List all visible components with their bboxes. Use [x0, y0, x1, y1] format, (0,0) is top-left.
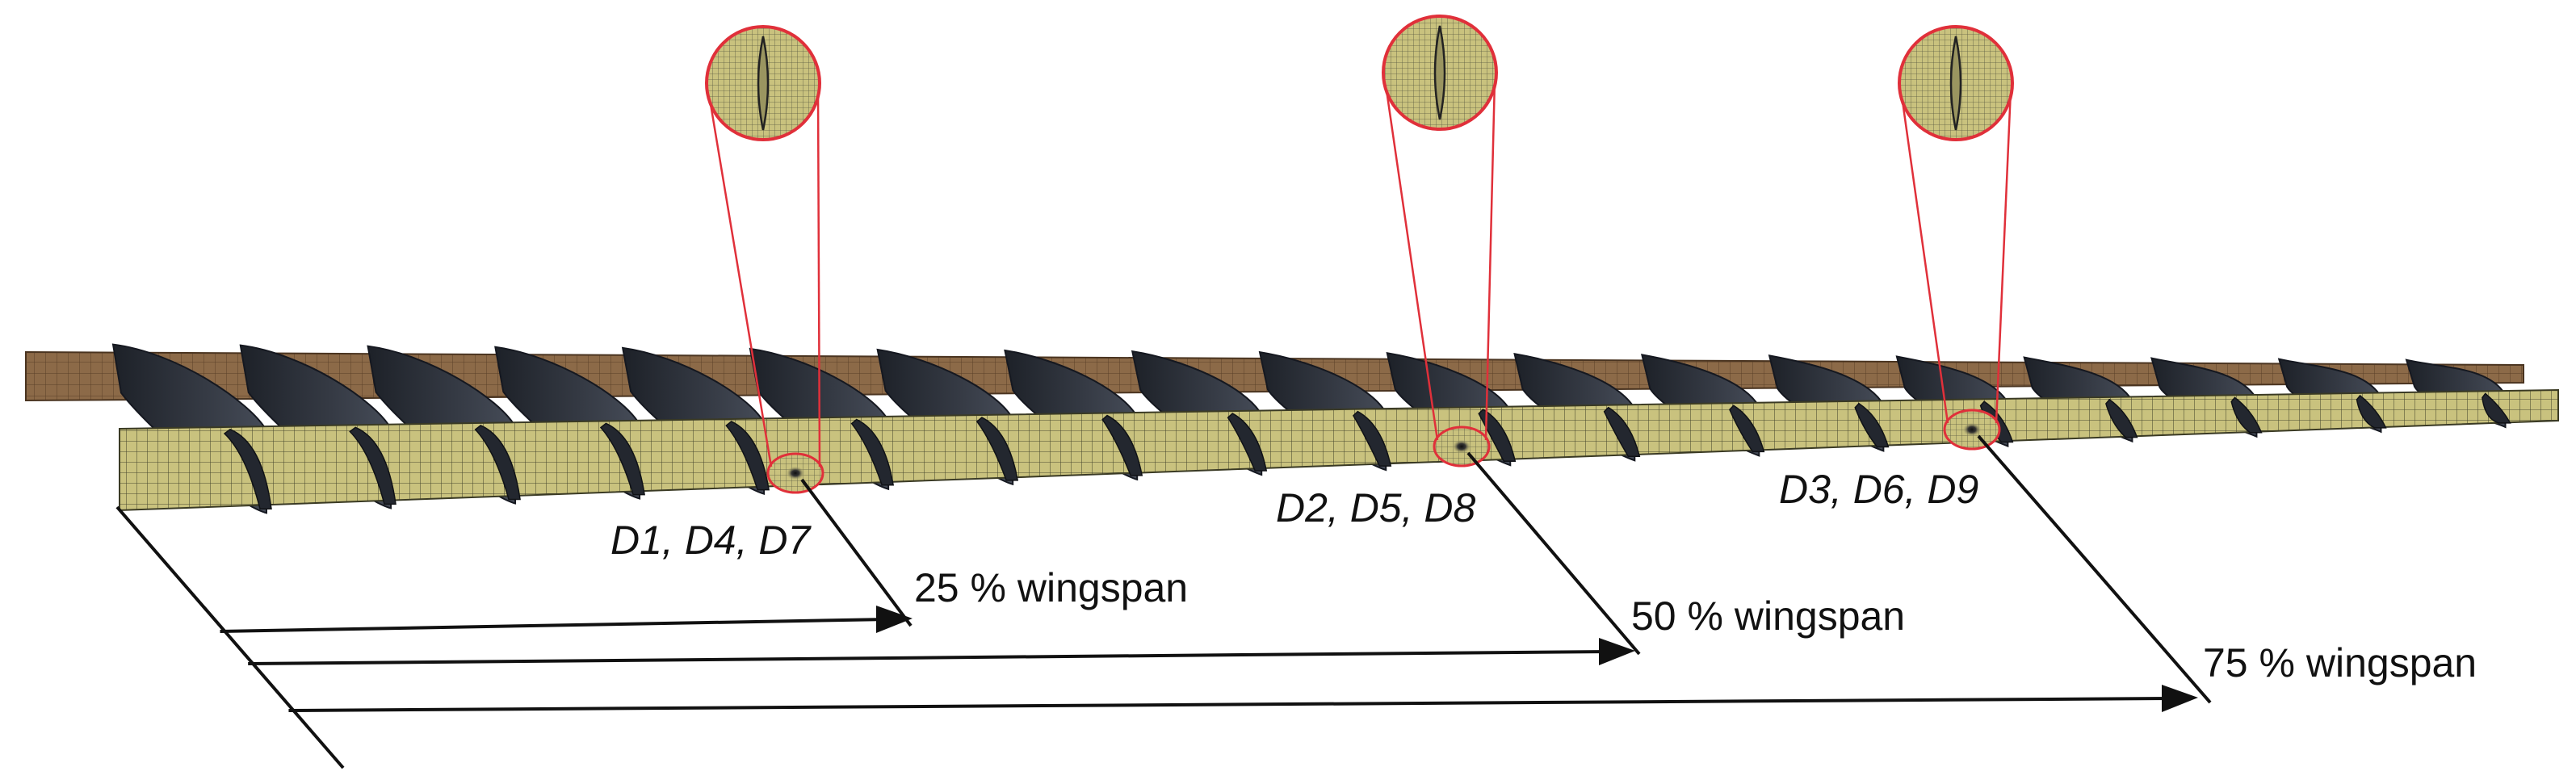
site-2-callout-left — [1383, 78, 1439, 441]
site-3-callout-left — [1899, 89, 1949, 424]
rib-flange-16 — [2105, 398, 2138, 438]
rib-flange-19 — [2482, 392, 2511, 424]
labels-group: D1, D4, D7 D2, D5, D8 D3, D6, D9 25 % wi… — [610, 467, 2477, 685]
span-2-dimension-line — [248, 650, 1612, 665]
site-1-leader — [800, 478, 913, 627]
rib-flange-17 — [2230, 396, 2263, 434]
site-1-zoom-crack — [757, 36, 770, 131]
span-2-arrowhead — [1599, 638, 1635, 665]
rib-flanges-group — [223, 392, 2511, 510]
rib-flange-11 — [1478, 409, 1517, 462]
site-1-crack — [786, 466, 805, 480]
damage-sites-group — [705, 15, 2014, 494]
rib-flange-5 — [725, 421, 770, 491]
rib-flange-1 — [223, 428, 272, 510]
dimension-lines — [115, 434, 2212, 769]
span-50-label: 50 % wingspan — [1631, 593, 1905, 639]
site-1-label: D1, D4, D7 — [610, 518, 812, 563]
rib-flange-8 — [1101, 414, 1143, 476]
site-2-crack — [1452, 439, 1471, 454]
rib-flange-3 — [474, 425, 521, 501]
rib-flange-10 — [1353, 410, 1392, 467]
site-2-zoom-crack — [1433, 25, 1446, 120]
span-3-arrowhead — [2162, 685, 2198, 712]
span-25-label: 25 % wingspan — [914, 565, 1188, 610]
rib-flange-14 — [1854, 402, 1890, 448]
rib-flange-4 — [599, 422, 645, 496]
root-reference-line — [115, 505, 345, 769]
span-75-label: 75 % wingspan — [2203, 640, 2477, 685]
site-2-label: D2, D5, D8 — [1276, 485, 1476, 530]
rib-flange-13 — [1729, 405, 1765, 453]
span-1-arrowhead — [876, 606, 913, 633]
rib-flange-12 — [1603, 406, 1641, 458]
rib-flange-9 — [1227, 413, 1268, 472]
site-3-crack — [1962, 422, 1982, 437]
damage-site-2 — [1382, 15, 1498, 467]
site-3-callout-right — [1995, 89, 2012, 424]
rib-flange-2 — [349, 426, 396, 505]
site-2-leader — [1466, 451, 1641, 656]
span-3-dimension-line — [288, 697, 2175, 712]
rib-flange-18 — [2356, 394, 2387, 429]
site-2-callout-right — [1484, 78, 1496, 441]
site-3-label: D3, D6, D9 — [1779, 467, 1978, 512]
site-1-callout-right — [816, 89, 821, 467]
rib-flange-7 — [975, 417, 1019, 481]
site-3-zoom-crack — [1949, 36, 1962, 131]
damage-site-3 — [1898, 25, 2014, 451]
site-3-leader — [1977, 434, 2212, 704]
damage-site-1 — [705, 25, 824, 494]
site-1-callout-left — [707, 89, 773, 467]
rib-flange-6 — [850, 418, 895, 486]
span-1-dimension-line — [220, 618, 889, 633]
